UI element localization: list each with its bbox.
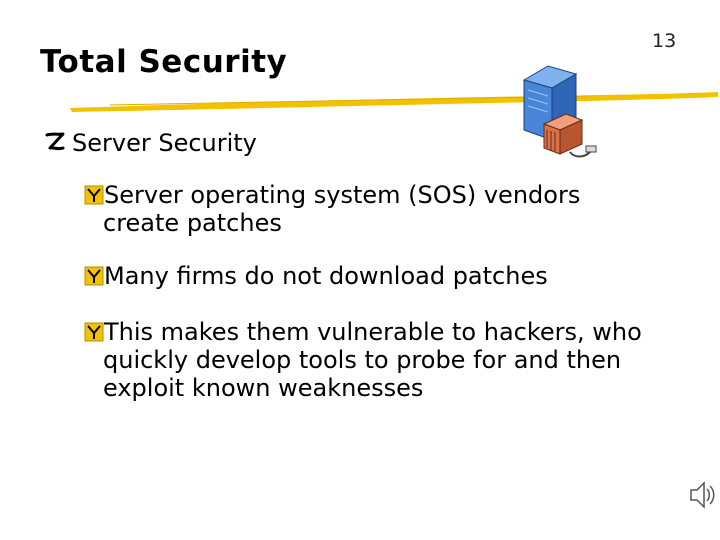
- sub-bullet-firms-patches: Many firms do not download patches: [84, 262, 548, 290]
- sub-bullet-text: This makes them vulnerable to hackers, w…: [104, 318, 642, 346]
- sub-bullet-text: Server operating system (SOS) vendors: [104, 181, 581, 209]
- page-number: 13: [652, 30, 677, 52]
- sub-bullet-text-cont: quickly develop tools to probe for and t…: [103, 346, 622, 374]
- sub-bullet-vulnerable: This makes them vulnerable to hackers, w…: [84, 318, 642, 402]
- sub-bullet-sos-vendors: Server operating system (SOS) vendors cr…: [84, 181, 580, 237]
- y-checkbox-icon: [84, 320, 104, 342]
- slide-title: Total Security: [40, 44, 288, 80]
- y-checkbox-icon: [84, 264, 104, 286]
- title-underline: [70, 92, 718, 112]
- z-bullet-icon: [44, 130, 66, 152]
- sub-bullet-text: Many firms do not download patches: [104, 262, 548, 290]
- bullet-server-security: Server Security: [44, 128, 257, 158]
- bullet-text: Server Security: [72, 129, 257, 157]
- server-icon: [522, 65, 597, 158]
- speaker-icon[interactable]: [688, 478, 716, 512]
- sub-bullet-text-cont: exploit known weaknesses: [103, 374, 424, 402]
- y-checkbox-icon: [84, 183, 104, 205]
- sub-bullet-text-cont: create patches: [103, 209, 282, 237]
